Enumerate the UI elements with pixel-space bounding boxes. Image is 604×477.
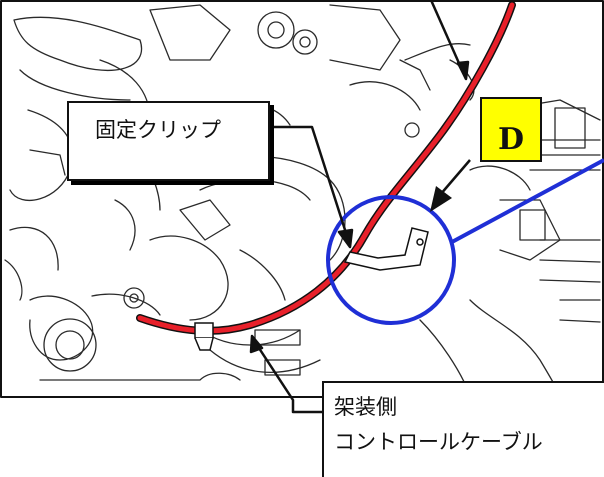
control-cable-label: 架装側 コントロールケーブル — [322, 381, 604, 477]
detail-circle — [326, 158, 604, 325]
fixed-clip-text: 固定クリップ — [95, 118, 221, 142]
fixed-clip-label: 固定クリップ — [67, 101, 270, 181]
cable-clip-bracket — [194, 227, 429, 351]
control-cable — [136, 1, 516, 335]
marker-d-letter: D — [497, 122, 524, 157]
marker-d-box: D — [480, 97, 542, 162]
cable-label-line1: 架装側 — [334, 395, 397, 419]
pointer-arrow-d — [430, 186, 452, 212]
cable-label-line2: コントロールケーブル — [334, 430, 543, 454]
leader-lines — [249, 0, 471, 414]
